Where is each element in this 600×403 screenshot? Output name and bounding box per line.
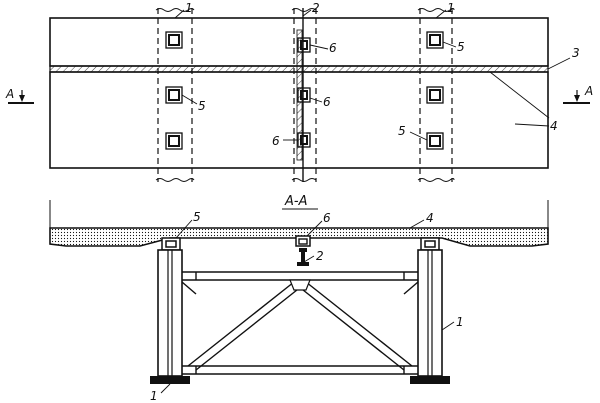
- right-column: [410, 249, 450, 384]
- bearing-pad: [426, 31, 444, 49]
- section-title: A-A: [284, 194, 307, 209]
- diagonal-bracing: [181, 281, 419, 371]
- label-rail-support-section: 6: [323, 211, 331, 225]
- plan-view: A A 1 2 1 6 5 3 5 6 6: [5, 1, 593, 182]
- label-rail-support-top: 6: [329, 41, 337, 55]
- gusset-plate: [289, 279, 311, 291]
- bearing-pad: [429, 34, 441, 46]
- break-line: [291, 178, 317, 182]
- bearing-block-left: [161, 237, 181, 251]
- break-line: [291, 8, 317, 12]
- break-line: [417, 178, 455, 182]
- label-slab-section: 4: [426, 211, 434, 225]
- bearing-block-right: [420, 237, 440, 251]
- break-line: [155, 178, 195, 182]
- column-outline-right: [419, 8, 453, 182]
- label-bearing-top: 5: [457, 40, 465, 54]
- section-mark-left: A: [5, 87, 14, 101]
- bearing-pad: [165, 31, 183, 49]
- label-column-bottom: 1: [150, 389, 158, 403]
- label-column-right: 1: [447, 1, 455, 15]
- bearing-pad: [168, 34, 180, 46]
- label-column-left: 1: [185, 1, 193, 15]
- bearing-pad: [165, 132, 183, 150]
- label-bearing-left: 5: [198, 99, 206, 113]
- label-bearing-right: 5: [398, 124, 406, 138]
- label-bearing-section: 5: [193, 210, 201, 224]
- label-rail-support-middle: 6: [323, 95, 331, 109]
- section-marker-right: A: [563, 84, 593, 104]
- bearing-pad: [168, 89, 180, 101]
- section-marker-left: A: [5, 87, 34, 104]
- bearing-pad: [426, 132, 444, 150]
- label-rail-section: 2: [316, 249, 324, 263]
- bearing-pad: [426, 86, 444, 104]
- label-rail-top: 2: [312, 1, 320, 15]
- rail-profile: [297, 248, 309, 266]
- label-joint: 3: [572, 46, 580, 60]
- label-slab-plan: 4: [550, 119, 558, 133]
- section-leaders: [160, 219, 455, 394]
- label-column-side: 1: [456, 315, 464, 329]
- bearing-pad: [168, 135, 180, 147]
- column-outline-left: [157, 8, 193, 182]
- column-outline-middle: [293, 8, 317, 182]
- label-rail-support-bottom: 6: [272, 134, 280, 148]
- plan-leaders: [174, 9, 571, 141]
- break-line: [155, 8, 195, 12]
- rail-support-block: [295, 235, 311, 247]
- break-line: [417, 8, 455, 12]
- section-mark-right: A: [584, 84, 593, 98]
- left-column: [150, 249, 190, 384]
- section-view: A-A: [49, 194, 549, 403]
- bearing-pad: [429, 135, 441, 147]
- bearing-pad: [429, 89, 441, 101]
